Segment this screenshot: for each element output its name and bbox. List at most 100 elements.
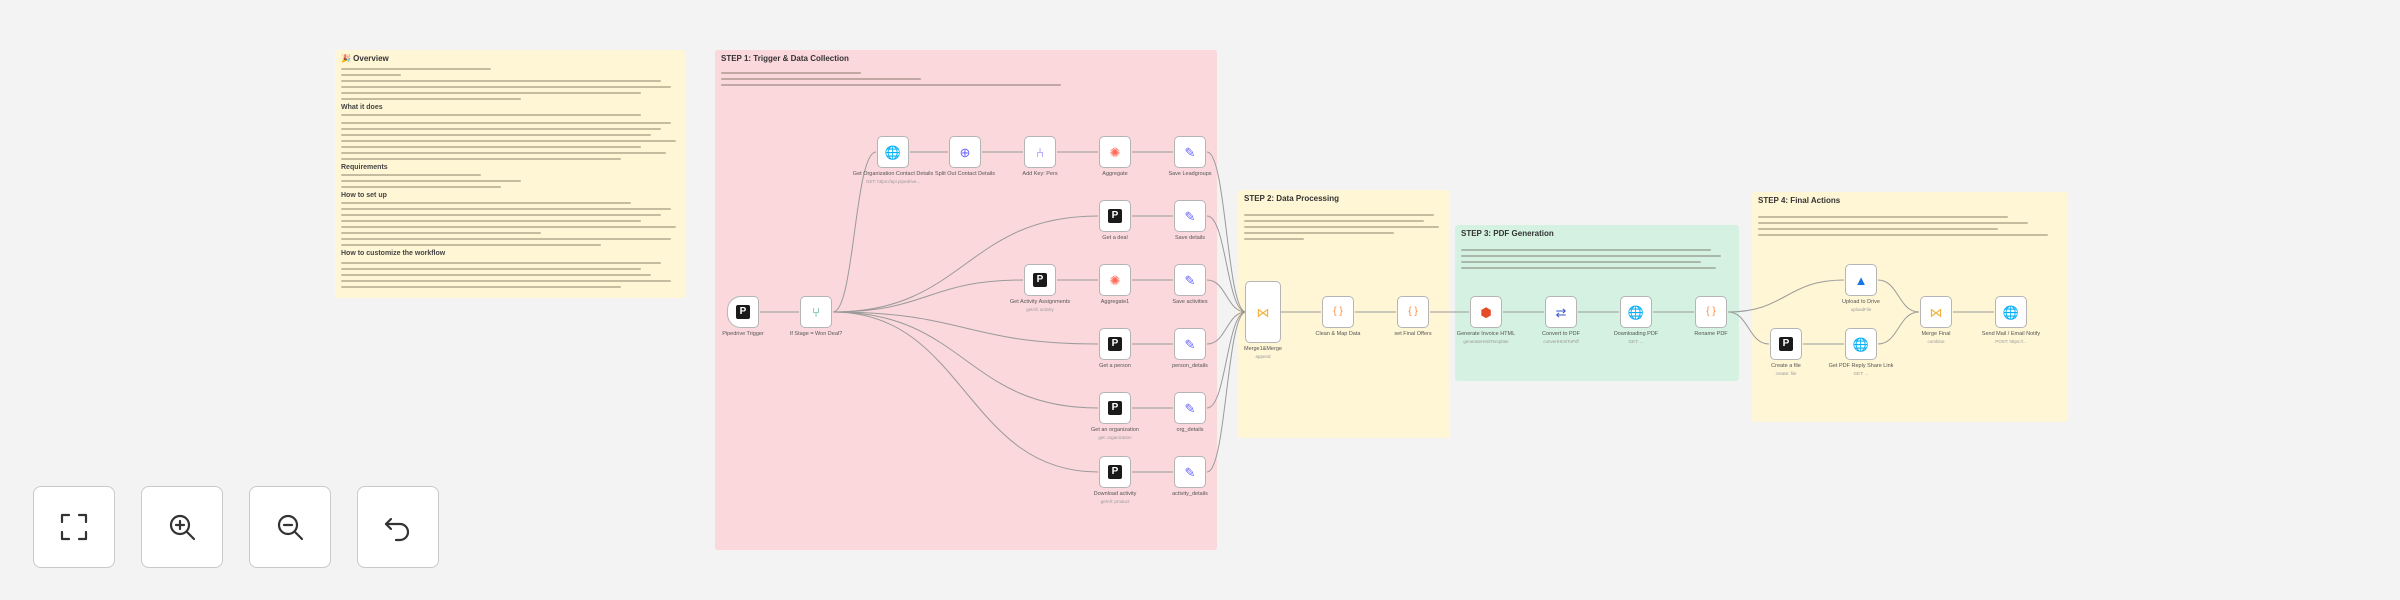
- node-http1[interactable]: 🌐: [877, 136, 909, 168]
- node-label: org_details: [1176, 427, 1204, 433]
- pipedrive-icon: P: [1107, 209, 1123, 223]
- node-label: Download activity: [1093, 491, 1137, 497]
- sticky-heading: How to set up: [341, 192, 387, 199]
- node-sublabel: append: [1255, 354, 1271, 359]
- node-label: Get a deal: [1102, 235, 1128, 241]
- node-pd6[interactable]: P: [1099, 456, 1131, 488]
- node-label: Get a person: [1099, 363, 1131, 369]
- fullscreen-icon: [60, 513, 88, 541]
- node-pd3[interactable]: P: [1024, 264, 1056, 296]
- node-label: Upload to Drive: [1842, 299, 1880, 305]
- node-merge2[interactable]: ⋈: [1920, 296, 1952, 328]
- node-label: Clean & Map Data: [1315, 331, 1361, 337]
- node-code1[interactable]: { }: [1322, 296, 1354, 328]
- node-http3[interactable]: 🌐: [1845, 328, 1877, 360]
- pipedrive-icon: P: [1107, 337, 1123, 351]
- node-agg1[interactable]: ✺: [1099, 136, 1131, 168]
- node-label: activity_details: [1172, 491, 1208, 497]
- globe-icon: 🌐: [2002, 304, 2020, 320]
- node-http2[interactable]: 🌐: [1620, 296, 1652, 328]
- node-pd5[interactable]: P: [1099, 392, 1131, 424]
- node-label: Split Out Contact Details: [935, 171, 995, 177]
- node-label: Aggregate1: [1100, 299, 1130, 305]
- pipedrive-icon: P: [1778, 337, 1794, 351]
- node-agg2[interactable]: ✺: [1099, 264, 1131, 296]
- sticky-title: STEP 1: Trigger & Data Collection: [721, 54, 849, 63]
- aggregate-icon: ✺: [1109, 272, 1121, 288]
- zoom-in-icon: [169, 514, 196, 541]
- pencil-icon: ✎: [1184, 464, 1196, 480]
- code-icon: { }: [1706, 306, 1716, 317]
- if-icon: ⑂: [812, 304, 820, 320]
- branch-icon: ⑃: [1036, 144, 1044, 160]
- node-sublabel: convertHtmlToPdf: [1543, 339, 1579, 344]
- node-pd7[interactable]: P: [1770, 328, 1802, 360]
- node-label: Downloading PDF: [1613, 331, 1659, 337]
- convert-icon: ⇄: [1555, 304, 1567, 320]
- pencil-icon: ✎: [1184, 336, 1196, 352]
- node-pd2[interactable]: P: [1099, 200, 1131, 232]
- node-set6[interactable]: ✎: [1174, 456, 1206, 488]
- node-addkey[interactable]: ⑃: [1024, 136, 1056, 168]
- node-sublabel: get: organization: [1098, 435, 1132, 440]
- undo-button[interactable]: [357, 486, 439, 568]
- sticky-step3[interactable]: STEP 3: PDF Generation: [1455, 225, 1739, 381]
- sticky-overview[interactable]: 🎉 Overview What it does Requirements How…: [335, 50, 685, 298]
- node-label: Convert to PDF: [1542, 331, 1580, 337]
- globe-icon: 🌐: [884, 144, 902, 160]
- undo-icon: [384, 517, 410, 542]
- split-icon: ⊕: [959, 144, 971, 160]
- node-sublabel: generateHtmlTemplate: [1463, 339, 1509, 344]
- node-merge[interactable]: ⋈: [1245, 281, 1281, 343]
- node-code3[interactable]: { }: [1695, 296, 1727, 328]
- aggregate-icon: ✺: [1109, 144, 1121, 160]
- globe-icon: 🌐: [1852, 336, 1870, 352]
- pipedrive-icon: P: [735, 305, 751, 319]
- node-sublabel: getAll: product: [1100, 499, 1130, 504]
- node-label: Add Key: Pers: [1022, 171, 1058, 177]
- node-label: Get Activity Assignments: [1009, 299, 1071, 305]
- code-icon: { }: [1408, 306, 1418, 317]
- node-http4[interactable]: 🌐: [1995, 296, 2027, 328]
- node-label: Rename PDF: [1694, 331, 1728, 337]
- sticky-title: STEP 4: Final Actions: [1758, 196, 1841, 205]
- node-convert[interactable]: ⇄: [1545, 296, 1577, 328]
- node-html[interactable]: ⬢: [1470, 296, 1502, 328]
- node-drive[interactable]: ▲: [1845, 264, 1877, 296]
- node-label: Aggregate: [1102, 171, 1128, 177]
- node-label: Save Leadgroups: [1168, 171, 1212, 177]
- node-sublabel: GET: ...: [1853, 371, 1869, 376]
- node-label: person_details: [1172, 363, 1208, 369]
- zoom-in-button[interactable]: [141, 486, 223, 568]
- node-label: Pipedrive Trigger: [722, 331, 764, 337]
- node-set1[interactable]: ✎: [1174, 136, 1206, 168]
- merge-icon: ⋈: [1929, 304, 1943, 320]
- node-label: Send Mail / Email Notify: [1981, 331, 2041, 337]
- pencil-icon: ✎: [1184, 400, 1196, 416]
- node-label: set Final Offers: [1394, 331, 1432, 337]
- node-set3[interactable]: ✎: [1174, 264, 1206, 296]
- node-set2[interactable]: ✎: [1174, 200, 1206, 232]
- node-pd4[interactable]: P: [1099, 328, 1131, 360]
- node-set5[interactable]: ✎: [1174, 392, 1206, 424]
- sticky-title: STEP 3: PDF Generation: [1461, 229, 1554, 238]
- zoom-out-button[interactable]: [249, 486, 331, 568]
- sticky-heading: Requirements: [341, 164, 388, 171]
- sticky-title: 🎉 Overview: [341, 54, 389, 63]
- node-label: Get PDF Reply Share Link: [1828, 363, 1894, 369]
- node-trigger[interactable]: P: [727, 296, 759, 328]
- pipedrive-icon: P: [1107, 465, 1123, 479]
- pencil-icon: ✎: [1184, 144, 1196, 160]
- pipedrive-icon: P: [1032, 273, 1048, 287]
- node-set4[interactable]: ✎: [1174, 328, 1206, 360]
- pencil-icon: ✎: [1184, 272, 1196, 288]
- node-ifdeal[interactable]: ⑂: [800, 296, 832, 328]
- node-label: Save activities: [1172, 299, 1208, 305]
- node-code2[interactable]: { }: [1397, 296, 1429, 328]
- fit-view-button[interactable]: [33, 486, 115, 568]
- node-sublabel: getAll: activity: [1026, 307, 1054, 312]
- sticky-heading: How to customize the workflow: [341, 250, 446, 257]
- node-sublabel: GET: https://api.pipedrive...: [865, 179, 921, 184]
- node-split1[interactable]: ⊕: [949, 136, 981, 168]
